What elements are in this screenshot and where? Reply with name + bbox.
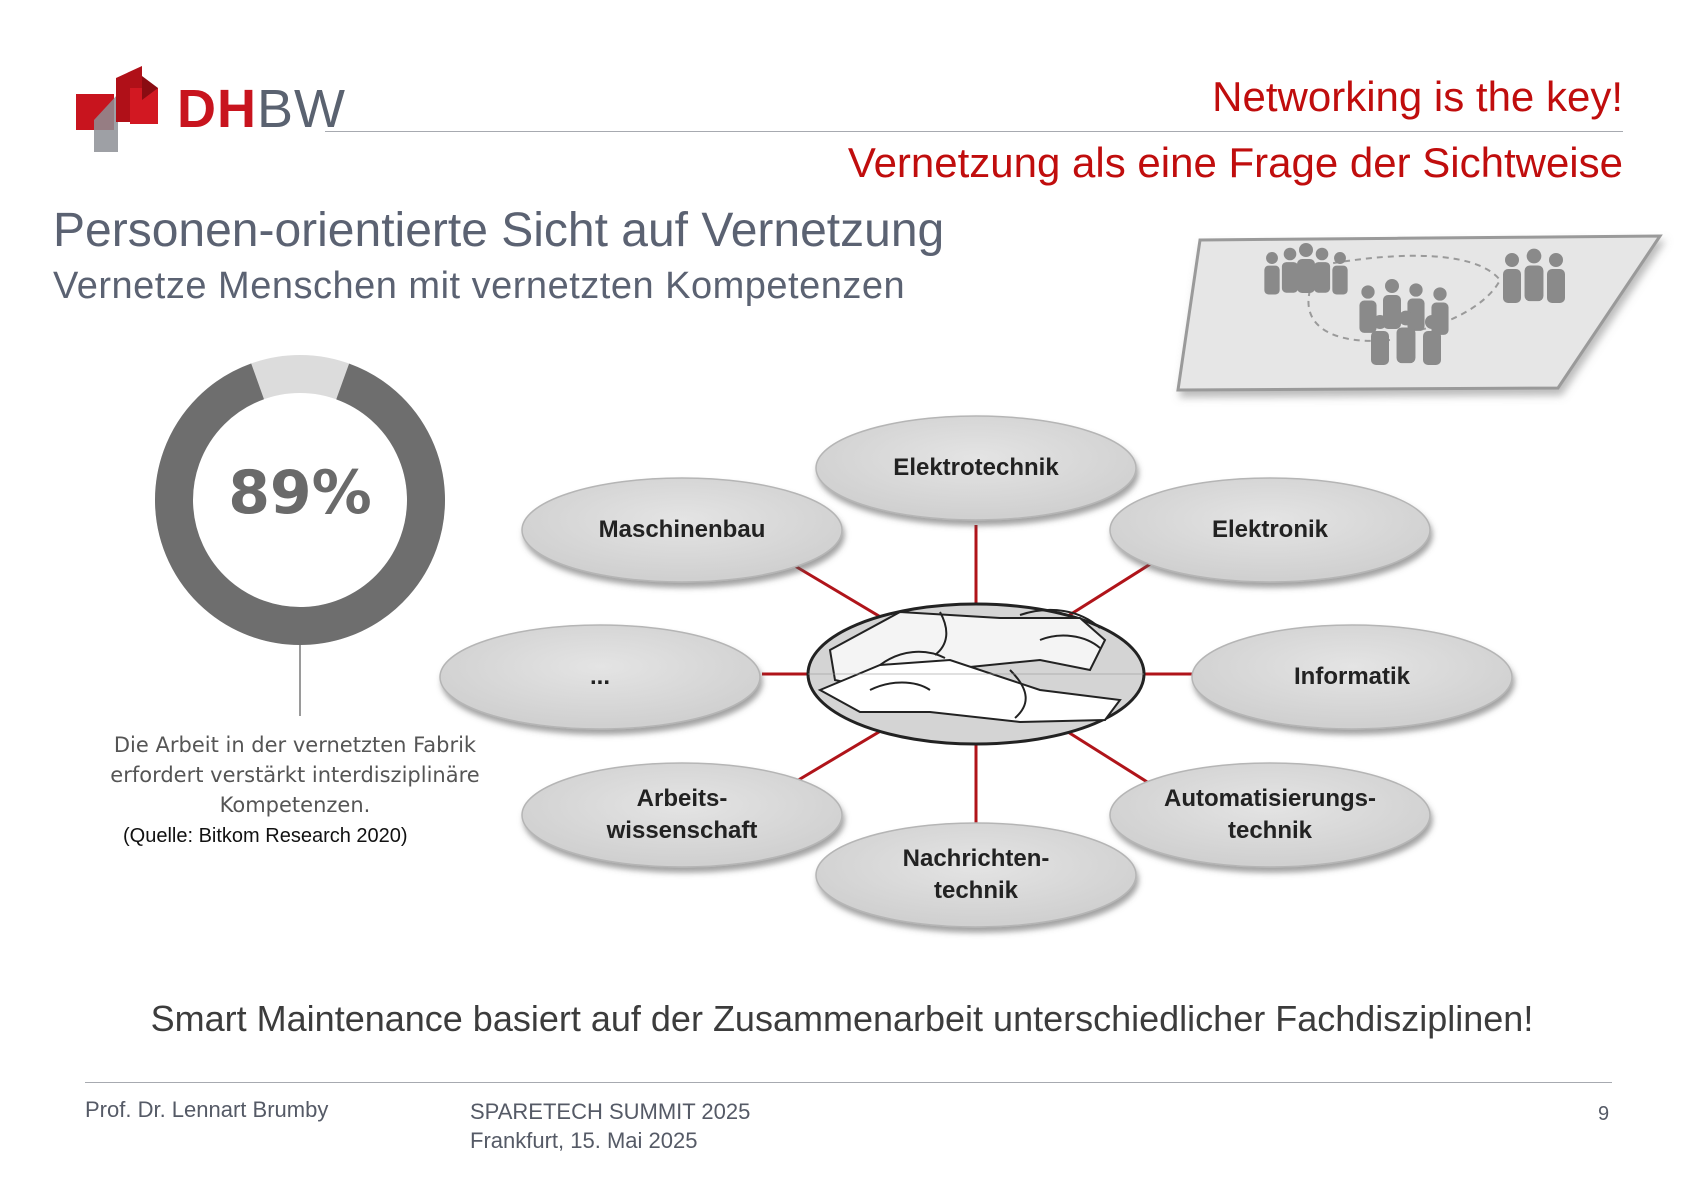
label-arbeitswissenschaft: Arbeits- wissenschaft	[607, 783, 758, 847]
person-icon	[1385, 279, 1399, 293]
label-informatik: Informatik	[1293, 663, 1411, 690]
footer-page-number: 9	[1598, 1103, 1610, 1125]
person-icon	[1547, 269, 1565, 303]
person-icon	[1549, 253, 1563, 267]
header-title-de: Vernetzung als eine Frage der Sichtweise	[847, 139, 1623, 186]
discipline-ellipses	[439, 415, 1513, 928]
person-icon	[1407, 298, 1425, 331]
dhbw-logo-mark	[76, 66, 158, 152]
slide-title: Personen-orientierte Sicht auf Vernetzun…	[53, 204, 945, 257]
label-elektronik: Elektronik	[1211, 516, 1329, 543]
ellipse-arbeitswissenschaft	[521, 762, 843, 868]
person-icon	[1524, 265, 1544, 302]
ellipse-more	[439, 624, 761, 730]
person-icon	[1371, 331, 1389, 365]
person-icon	[1398, 310, 1414, 326]
person-icon	[1383, 295, 1401, 329]
person-icon	[1332, 265, 1348, 295]
footer-event: SPARETECH SUMMIT 2025 Frankfurt, 15. Mai…	[470, 1097, 750, 1155]
stat-caption: Die Arbeit in der vernetzten Fabrik erfo…	[110, 733, 480, 817]
logo-text-dh: DH	[177, 79, 257, 139]
person-icon	[1313, 262, 1331, 293]
person-icon	[1423, 331, 1441, 365]
person-icon	[1266, 252, 1278, 264]
label-more: ...	[589, 663, 611, 690]
person-icon	[1283, 247, 1297, 261]
joined-hands-icon	[806, 602, 1146, 746]
ellipse-elektrotechnik	[815, 415, 1137, 521]
stat-value-label: 89%	[228, 458, 372, 528]
stat-source: (Quelle: Bitkom Research 2020)	[123, 825, 408, 847]
label-arbeitswissenschaft-line1: Arbeits-	[636, 785, 728, 812]
label-automatisierungstechnik: Automatisierungs- technik	[1164, 783, 1376, 847]
person-icon	[1396, 327, 1416, 364]
ellipse-elektronik	[1109, 477, 1431, 583]
header-divider	[325, 131, 1623, 132]
label-nachrichtentechnik-line2: technik	[933, 877, 1019, 904]
person-icon	[1503, 269, 1521, 303]
label-arbeitswissenschaft-line2: wissenschaft	[606, 817, 758, 844]
person-icon	[1264, 265, 1280, 295]
person-icon	[1281, 262, 1299, 293]
person-icon	[1526, 248, 1542, 264]
footer-event-date: Frankfurt, 15. Mai 2025	[470, 1128, 698, 1153]
person-icon	[1297, 259, 1315, 293]
conclusion-text: Smart Maintenance basiert auf der Zusamm…	[150, 998, 1534, 1039]
dhbw-logo-text: DHBW	[177, 82, 346, 136]
donut-value-arc	[155, 355, 445, 645]
ellipse-maschinenbau	[521, 477, 843, 583]
footer-event-name: SPARETECH SUMMIT 2025	[470, 1099, 751, 1124]
logo-text-bw: BW	[257, 79, 346, 139]
label-nachrichtentechnik: Nachrichten- technik	[903, 843, 1050, 907]
label-elektrotechnik: Elektrotechnik	[893, 454, 1059, 481]
person-icon	[1409, 283, 1423, 297]
slide-subtitle: Vernetze Menschen mit vernetzten Kompete…	[53, 265, 906, 307]
person-icon	[1373, 315, 1387, 329]
person-icon	[1505, 253, 1519, 267]
person-icon	[1299, 243, 1313, 257]
ellipse-informatik	[1191, 624, 1513, 730]
person-icon	[1334, 252, 1346, 264]
network-people-icon	[1176, 234, 1663, 392]
footer-author: Prof. Dr. Lennart Brumby	[85, 1097, 329, 1122]
label-automatisierungstechnik-line1: Automatisierungs-	[1163, 785, 1377, 812]
label-automatisierungstechnik-line2: technik	[1227, 817, 1313, 844]
person-icon	[1433, 287, 1447, 301]
label-nachrichtentechnik-line1: Nachrichten-	[902, 845, 1050, 872]
header-title-en: Networking is the key!	[1212, 73, 1623, 120]
ellipse-nachrichtentechnik	[815, 822, 1137, 928]
ellipse-automatisierungstechnik	[1109, 762, 1431, 868]
footer-divider	[85, 1082, 1612, 1083]
label-maschinenbau: Maschinenbau	[598, 516, 766, 543]
person-icon	[1361, 285, 1375, 299]
person-icon	[1425, 315, 1439, 329]
percentage-donut	[155, 355, 445, 716]
person-icon	[1359, 300, 1377, 333]
person-icon	[1315, 247, 1329, 261]
